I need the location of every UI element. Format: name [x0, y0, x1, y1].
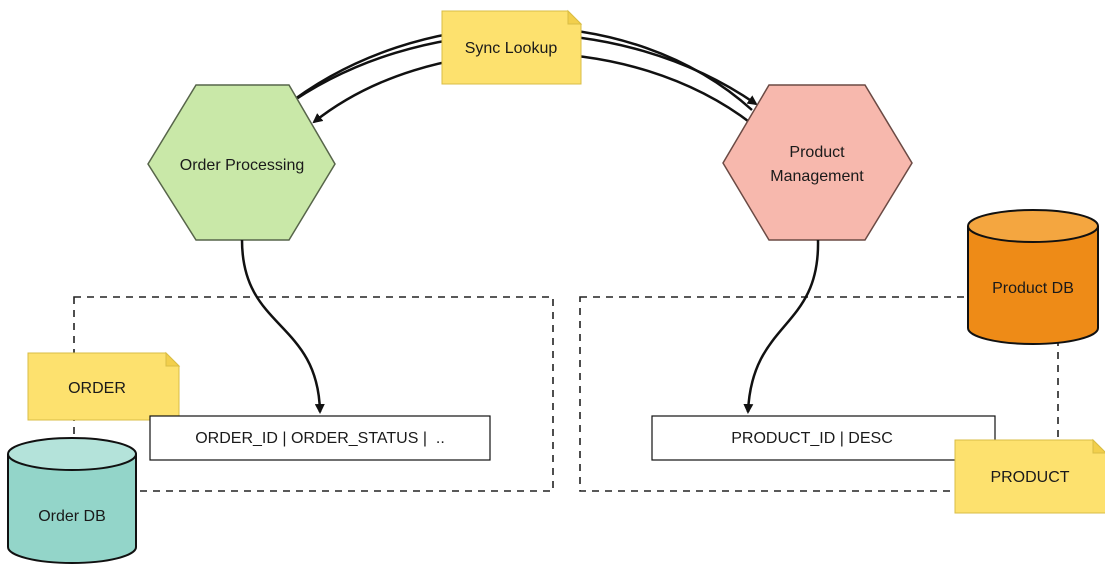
product-db-label: Product DB — [992, 280, 1074, 297]
product-table-columns: PRODUCT_ID | DESC — [731, 430, 893, 447]
order-db-cylinder[interactable]: Order DB — [7, 437, 137, 564]
product-db-cylinder[interactable]: Product DB — [967, 209, 1099, 345]
product-write-arrow — [743, 239, 820, 414]
product-management-service[interactable]: Product Management — [722, 84, 913, 241]
product-management-label-line2: Management — [770, 168, 864, 185]
order-processing-label: Order Processing — [180, 157, 305, 174]
order-table-row[interactable]: ORDER_ID | ORDER_STATUS | .. — [149, 415, 491, 461]
product-management-label-line1: Product — [789, 144, 845, 161]
order-note-label: ORDER — [68, 380, 126, 397]
order-db-label: Order DB — [38, 508, 106, 525]
order-processing-service[interactable]: Order Processing — [147, 84, 336, 241]
order-schema-note: ORDER — [27, 351, 181, 421]
product-table-row[interactable]: PRODUCT_ID | DESC — [651, 415, 996, 461]
sync-lookup-label: Sync Lookup — [465, 40, 558, 57]
product-schema-note: PRODUCT — [954, 438, 1105, 514]
order-table-columns: ORDER_ID | ORDER_STATUS | .. — [195, 430, 445, 447]
product-schema-boundary — [579, 296, 1059, 492]
order-write-arrow — [240, 239, 325, 414]
product-note-label: PRODUCT — [990, 469, 1069, 486]
sync-lookup-note: Sync Lookup — [441, 9, 583, 85]
